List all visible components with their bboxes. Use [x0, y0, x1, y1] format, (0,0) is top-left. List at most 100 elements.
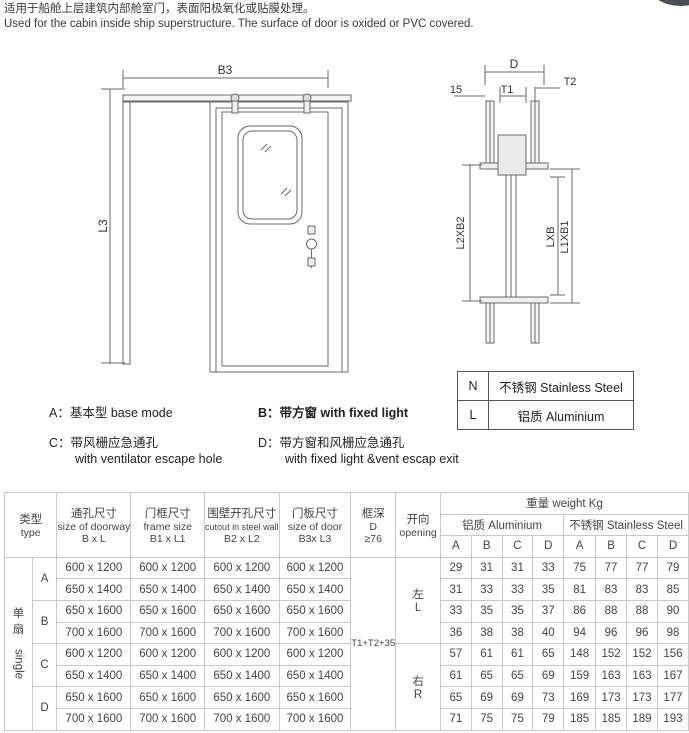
header-line: 右	[412, 675, 424, 688]
type-en: with fixed light &vent escap exit	[285, 452, 459, 466]
header-line: D	[369, 520, 378, 533]
weight-ss-cell: 81	[563, 578, 597, 601]
col-stainless: 不锈钢 Stainless Steel	[563, 513, 689, 537]
weight-al-cell: 33	[501, 578, 534, 601]
label-l2xb2: L2XB2	[455, 216, 467, 249]
cutout-cell: 600 x 1200	[204, 643, 280, 666]
type-d: D：带方窗和风栅应急通孔 with fixed light &vent esca…	[258, 435, 459, 467]
label-t2: T2	[564, 76, 577, 88]
header-line: 类型	[19, 513, 43, 526]
door-cell: 700 x 1600	[278, 621, 352, 645]
doorway-cell: 650 x 1400	[56, 578, 132, 601]
material-name: 不锈钢 Stainless Steel	[488, 371, 634, 401]
intro-english: Used for the cabin inside ship superstru…	[4, 18, 474, 30]
type-key: B：	[258, 406, 280, 420]
frame-cell: 650 x 1600	[130, 686, 206, 709]
weight-ss-cell: 163	[626, 664, 658, 688]
cutout-cell: 650 x 1600	[204, 686, 280, 709]
label-d: D	[510, 57, 519, 71]
weight-ss-cell: 185	[595, 707, 627, 731]
weight-ss-cell: 152	[626, 643, 658, 666]
frame-cell: 650 x 1600	[130, 599, 206, 623]
weight-al-cell: 61	[470, 643, 503, 666]
header-line: 左	[412, 589, 424, 602]
weight-al-cell: 31	[440, 578, 472, 601]
header-line: B2 x L2	[224, 532, 260, 545]
material-row: N 不锈钢 Stainless Steel	[457, 371, 634, 401]
type-cn: 带方窗和风栅应急通孔	[279, 436, 405, 450]
label-l1xb1: L1XB1	[559, 220, 571, 253]
weight-al-cell: 37	[532, 599, 565, 623]
weight-ss-cell: 83	[595, 578, 627, 601]
weight-ss-cell: 193	[656, 707, 689, 731]
label-l3: L3	[96, 219, 110, 233]
weight-al-cell: 38	[501, 621, 534, 645]
weight-al-cell: 57	[440, 643, 472, 666]
header-line: R	[413, 688, 423, 701]
weight-al-cell: 35	[470, 599, 503, 623]
material-code: N	[457, 371, 489, 401]
weight-ss-cell: 177	[656, 686, 689, 709]
weight-al-cell: 79	[532, 707, 565, 731]
type-key: C：	[49, 436, 71, 450]
frame-cell: 600 x 1200	[130, 556, 206, 580]
cutout-cell: 650 x 1400	[204, 578, 280, 601]
label-lxb: LXB	[545, 227, 557, 248]
header-line: B1 x L1	[149, 532, 186, 545]
doorway-cell: 650 x 1400	[56, 664, 132, 688]
header-line: type	[20, 526, 41, 539]
header-line: 框深	[361, 507, 385, 520]
frame-cell: 700 x 1600	[130, 707, 206, 731]
weight-al-cell: 65	[532, 643, 565, 666]
door-front-drawing: B3 L3	[96, 63, 352, 373]
weight-ss-cell: 88	[595, 599, 627, 623]
col-sub: D	[532, 535, 565, 558]
door-cell: 600 x 1200	[278, 643, 352, 666]
header-line: 门板尺寸	[291, 507, 338, 520]
weight-al-cell: 75	[501, 707, 534, 731]
weight-al-cell: 38	[470, 621, 503, 645]
doorway-cell: 700 x 1600	[56, 707, 132, 731]
weight-ss-cell: 75	[563, 556, 597, 580]
col-sub: C	[626, 535, 658, 558]
type-cell: A	[31, 556, 58, 601]
weight-ss-cell: 79	[656, 556, 689, 580]
header-line: 单	[12, 608, 25, 621]
header-line: B3x L3	[298, 532, 332, 545]
weight-al-cell: 73	[532, 686, 565, 709]
cutout-cell: 600 x 1200	[204, 556, 280, 580]
col-sub: A	[440, 535, 472, 558]
header-line: 开向	[406, 513, 430, 526]
header-line: 通孔尺寸	[70, 507, 117, 520]
header-line: ≥76	[364, 532, 382, 545]
weight-ss-cell: 94	[563, 621, 597, 645]
col-sub: C	[501, 535, 534, 558]
weight-al-cell: 69	[501, 686, 534, 709]
frame-cell: 650 x 1400	[130, 578, 206, 601]
weight-al-cell: 35	[501, 599, 534, 623]
intro-chinese: 适用于船舱上层建筑内部舱室门，表面阳极氧化或贴膜处理。	[4, 3, 315, 15]
type-cell: D	[31, 686, 58, 731]
door-cell: 650 x 1600	[278, 686, 352, 709]
door-section-drawing: D 15 T1 T2 L2XB2 LXB L1XB1	[450, 57, 580, 344]
type-a: A：基本型 base mode	[49, 405, 173, 421]
weight-ss-cell: 90	[656, 599, 689, 623]
col-sub: B	[470, 535, 503, 558]
depth-cell: T1+T2+35	[350, 556, 397, 731]
weight-al-cell: 65	[440, 686, 472, 709]
weight-ss-cell: 86	[563, 599, 597, 623]
header-line: size of doorway	[57, 520, 131, 533]
type-c: C：带风栅应急通孔 with ventilator escape hole	[49, 435, 222, 467]
weight-ss-cell: 96	[626, 621, 658, 645]
type-cell: B	[31, 599, 58, 645]
header-line: B x L	[81, 532, 106, 545]
